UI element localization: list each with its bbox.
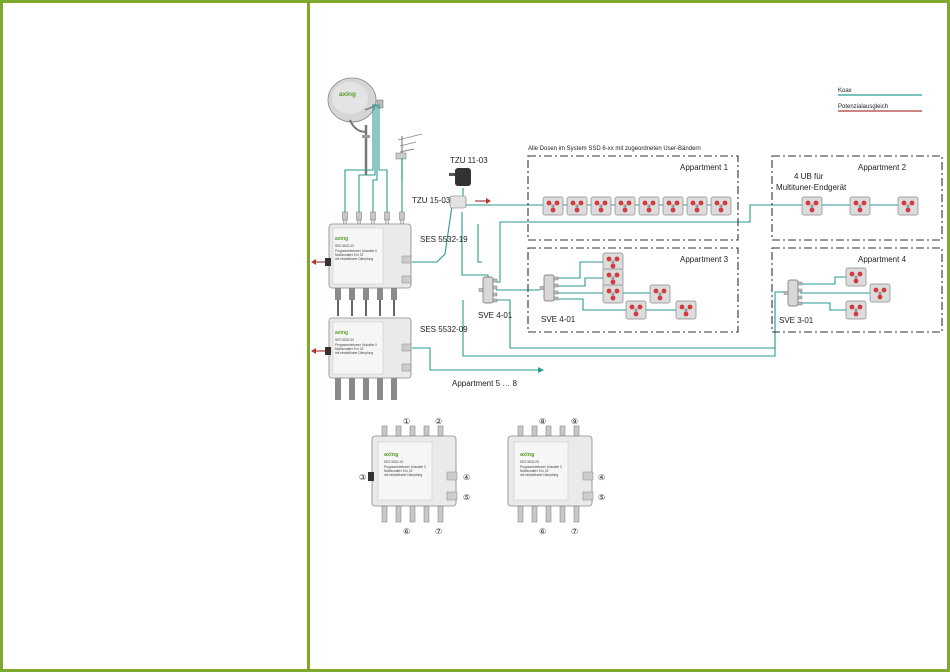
device-desc-1: Programmierbarer Unicable II	[335, 249, 377, 253]
outlet-icon	[602, 268, 624, 288]
device-brand: axing	[384, 452, 398, 458]
outlet-icon	[614, 196, 636, 216]
splitter-icon	[478, 276, 498, 304]
device-desc-3: mit einstellbarer Dämpfung	[384, 473, 422, 477]
terrestrial-antenna-icon	[395, 133, 423, 182]
outlet-icon	[602, 252, 624, 272]
device-desc-3: mit einstellbarer Dämpfung	[335, 257, 373, 261]
device-desc-3: mit einstellbarer Dämpfung	[335, 351, 373, 355]
device-desc-1: Programmierbarer Unicable II	[520, 465, 562, 469]
legend-coax-label: Koax	[838, 88, 852, 94]
outlet-icon	[662, 196, 684, 216]
apartment-3-label: Appartment 3	[680, 255, 729, 264]
apartment-4-label: Appartment 4	[858, 255, 907, 264]
apartment-3-box	[527, 247, 739, 333]
marker-4: ④	[598, 473, 605, 482]
device-brand: axing	[335, 330, 348, 336]
sve-4-01-main-label: SVE 4-01	[478, 311, 513, 320]
device-brand: axing	[520, 452, 534, 458]
apartment-2-label: Appartment 2	[858, 163, 907, 172]
marker-4: ④	[463, 473, 470, 482]
marker-5: ⑤	[598, 493, 605, 502]
marker-6: ⑥	[539, 527, 546, 536]
device-brand: axing	[335, 236, 348, 242]
outlet-icon	[542, 196, 564, 216]
apartment-2-outlets	[801, 196, 919, 216]
apartment-4-box	[771, 247, 943, 333]
device-model: SES 5532-19	[384, 460, 403, 464]
splitter-icon	[539, 274, 559, 302]
apartment-1-outlets	[542, 196, 732, 216]
outlet-icon	[897, 196, 919, 216]
marker-2: ②	[435, 417, 442, 426]
satellite-dish-icon: axing	[327, 77, 384, 175]
multiswitch-ses-5532-19: axing SES 5532-19 Programmierbarer Unica…	[325, 211, 468, 300]
device-desc-3: mit einstellbarer Dämpfung	[520, 473, 558, 477]
outlet-icon	[845, 267, 867, 287]
apartment-1-label: Appartment 1	[680, 163, 729, 172]
device-desc-1: Programmierbarer Unicable II	[335, 343, 377, 347]
marker-9: ⑨	[571, 417, 578, 426]
outlet-icon	[801, 196, 823, 216]
sve-4-01-apt3-label: SVE 4-01	[541, 315, 576, 324]
device-desc-2: Multischalter 5 in 32	[335, 253, 364, 257]
dish-brand: axing	[339, 91, 356, 98]
marker-8: ⑧	[539, 417, 546, 426]
ub-note-line2: Multituner-Endgerät	[776, 183, 847, 192]
outlet-icon	[566, 196, 588, 216]
outlet-icon	[686, 196, 708, 216]
device-model: SES 5532-09	[335, 338, 354, 342]
outlet-icon	[638, 196, 660, 216]
device-desc-2: Multischalter 5 in 32	[384, 469, 413, 473]
detail-device-ses-5532-19: axing SES 5532-19 Programmierbarer Unica…	[359, 417, 470, 536]
apartment-2-box	[771, 155, 943, 241]
marker-7: ⑦	[571, 527, 578, 536]
device-desc-1: Programmierbarer Unicable II	[384, 465, 426, 469]
apartment-boundaries	[527, 155, 943, 333]
outlet-icon	[849, 196, 871, 216]
detail-device-ses-5532-09: axing SES 5532-09 Programmierbarer Unica…	[507, 417, 605, 536]
outlet-icon	[602, 284, 624, 304]
outlet-icon	[625, 300, 647, 320]
device-model: SES 5532-09	[520, 460, 539, 464]
tzu15-label: TZU 15-03	[412, 196, 451, 205]
outlet-icon	[845, 300, 867, 320]
apartment-1-box	[527, 155, 739, 241]
legend-equipotential-label: Potenzialausgleich	[838, 104, 888, 110]
ses-5532-19-label: SES 5532-19	[420, 235, 468, 244]
marker-5: ⑤	[463, 493, 470, 502]
coax-cabling	[344, 104, 915, 371]
arrow-icon	[538, 367, 544, 373]
device-model: SES 5532-19	[335, 244, 354, 248]
power-inserter-tzu15: TZU 15-03	[412, 195, 467, 209]
ub-note-line1: 4 UB für	[794, 172, 824, 181]
equipotential-arrows	[311, 198, 491, 354]
outlet-icon	[590, 196, 612, 216]
legend: Koax Potenzialausgleich	[838, 88, 922, 112]
marker-3: ③	[359, 473, 366, 482]
outlet-icon	[869, 283, 891, 303]
apartment-5-8-label: Appartment 5 … 8	[452, 379, 517, 388]
panel-divider	[307, 0, 310, 672]
ses-5532-09-label: SES 5532-09	[420, 325, 468, 334]
outlet-icon	[649, 284, 671, 304]
outlet-icon	[710, 196, 732, 216]
marker-1: ①	[403, 417, 410, 426]
cascade-connectors	[337, 300, 395, 316]
multiswitch-ses-5532-09: axing SES 5532-09 Programmierbarer Unica…	[325, 317, 468, 400]
device-desc-2: Multischalter 5 in 32	[335, 347, 364, 351]
sve-3-01-label: SVE 3-01	[779, 316, 814, 325]
splitter-icon	[783, 279, 803, 307]
outlet-icon	[675, 300, 697, 320]
power-supply-tzu11: TZU 11-03	[449, 156, 488, 186]
tzu11-label: TZU 11-03	[450, 156, 488, 165]
device-desc-2: Multischalter 5 in 32	[520, 469, 549, 473]
marker-6: ⑥	[403, 527, 410, 536]
system-headline: Alle Dosen im System SSD 6-xx mit zugeor…	[528, 146, 701, 152]
marker-7: ⑦	[435, 527, 442, 536]
